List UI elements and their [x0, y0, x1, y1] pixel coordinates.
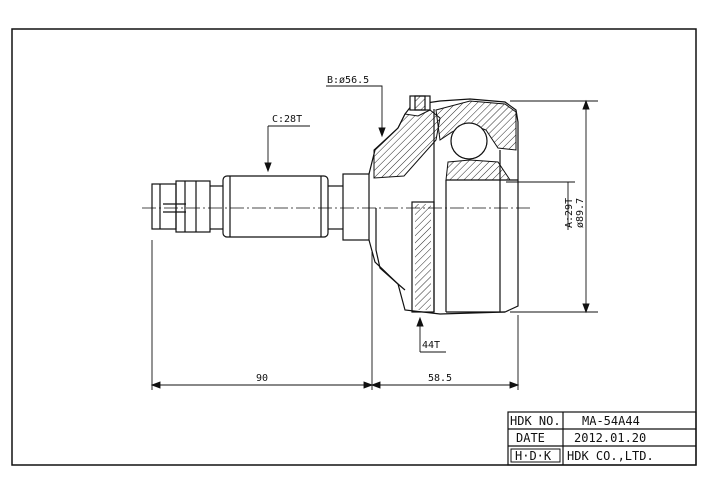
dim-label-abs-teeth: 44T	[422, 340, 440, 351]
title-part-no-value: MA-54A44	[582, 414, 640, 428]
dimension-outer-diameter	[506, 99, 598, 314]
shaft-main-spline	[222, 175, 329, 238]
title-date-value: 2012.01.20	[574, 431, 646, 445]
dim-label-length-shaft: 90	[256, 373, 268, 384]
dim-label-b: B:ø56.5	[327, 75, 369, 86]
title-block	[507, 411, 697, 466]
shaft-spline-end	[151, 183, 177, 230]
dim-label-c: C:28T	[272, 114, 302, 125]
title-part-no-label: HDK NO.	[510, 414, 561, 428]
hdk-logo: H·D·K	[515, 449, 552, 463]
shaft-collar	[175, 180, 211, 233]
outer-race-housing	[375, 98, 519, 315]
boot-clamp-stub	[409, 95, 431, 111]
dimension-abs-teeth	[416, 316, 446, 353]
title-date-label: DATE	[516, 431, 545, 445]
dimension-lengths	[150, 240, 520, 390]
dimension-c	[264, 125, 310, 173]
abs-tone-ring	[411, 201, 435, 313]
drawing-frame	[11, 28, 697, 466]
dim-label-a: A:29T	[564, 198, 575, 228]
title-company: HDK CO.,LTD.	[567, 449, 654, 463]
hdk-logo-box	[510, 448, 561, 463]
dimension-b	[326, 85, 386, 138]
dim-label-outer-dia: ø89.7	[575, 198, 586, 228]
shaft-neck	[342, 173, 370, 241]
hatched-sections	[373, 100, 517, 181]
dim-label-length-body: 58.5	[428, 373, 452, 384]
